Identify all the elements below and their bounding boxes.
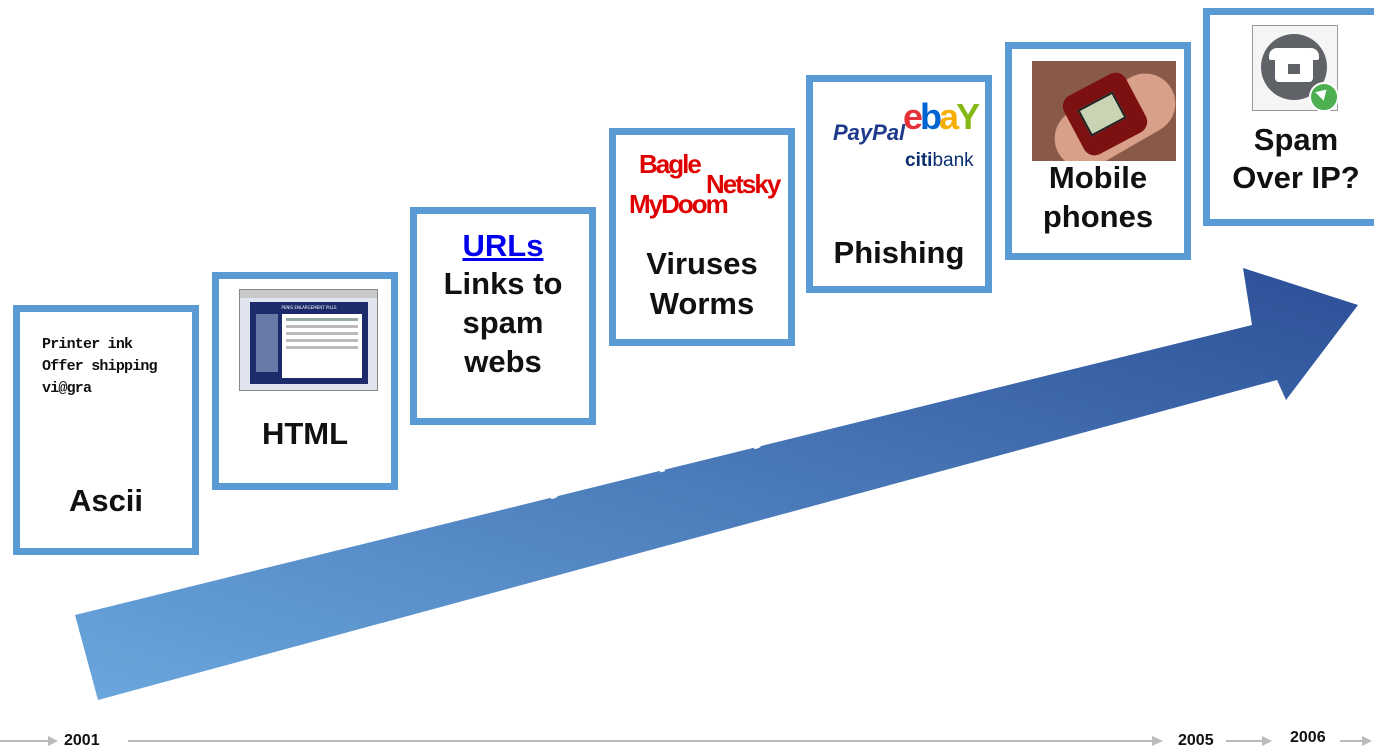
phishing-logos: PayPal ebaY citibank [833, 96, 989, 181]
timeline-year-start: 2001 [64, 732, 100, 749]
stage-card-urls: URLs Links to spam webs [410, 207, 596, 425]
bagle-logo: Bagle [639, 149, 702, 179]
viruses-line-1: Viruses [646, 246, 758, 281]
ascii-line-1: Printer ink [42, 336, 133, 353]
mobile-phone-image [1032, 61, 1176, 161]
urls-link[interactable]: URLs [462, 228, 544, 263]
voip-phone-icon [1252, 25, 1339, 112]
stage-card-ascii: Printer ink Offer shipping vi@gra Ascii [13, 305, 199, 555]
ascii-line-3: vi@gra [42, 380, 92, 397]
netsky-logo: Netsky [706, 169, 781, 199]
urls-line-1: Links to [443, 266, 563, 301]
timeline-year-end: 2006 [1290, 729, 1326, 746]
mobile-line-2: phones [1042, 199, 1154, 234]
stage-card-mobile: Mobile phones [1005, 42, 1191, 260]
stage-card-phishing: PayPal ebaY citibank Phishing [806, 75, 992, 293]
arrow-shape [75, 268, 1358, 700]
ebay-logo: ebaY [903, 96, 981, 137]
urls-line-3: webs [464, 344, 542, 379]
voip-line-1: Spam [1253, 122, 1339, 157]
spam-page-thumbnail: PENIS ENLARGEMENT PILLS [239, 289, 378, 391]
paypal-logo: PayPal [833, 120, 906, 145]
stage-card-html: PENIS ENLARGEMENT PILLS HTML [212, 272, 398, 490]
stage-label-html: HTML [261, 416, 349, 451]
timeline-year-mid: 2005 [1178, 732, 1214, 749]
timeline-arrows [0, 736, 1372, 746]
voip-line-2: Over IP? [1232, 160, 1360, 195]
mydoom-logo: MyDoom [629, 189, 729, 219]
mobile-line-1: Mobile [1048, 160, 1148, 195]
ascii-line-2: Offer shipping [42, 358, 158, 375]
stage-card-viruses: Bagle Netsky MyDoom Viruses Worms [609, 128, 795, 346]
stage-label-ascii: Ascii [68, 483, 144, 518]
stage-label-phishing: Phishing [833, 235, 965, 270]
citibank-logo: citibank [905, 150, 974, 171]
thumbnail-caption: PENIS ENLARGEMENT PILLS [281, 305, 337, 310]
stage-card-voip: Spam Over IP? [1203, 8, 1374, 226]
urls-line-2: spam [462, 305, 544, 340]
viruses-line-2: Worms [649, 286, 755, 321]
